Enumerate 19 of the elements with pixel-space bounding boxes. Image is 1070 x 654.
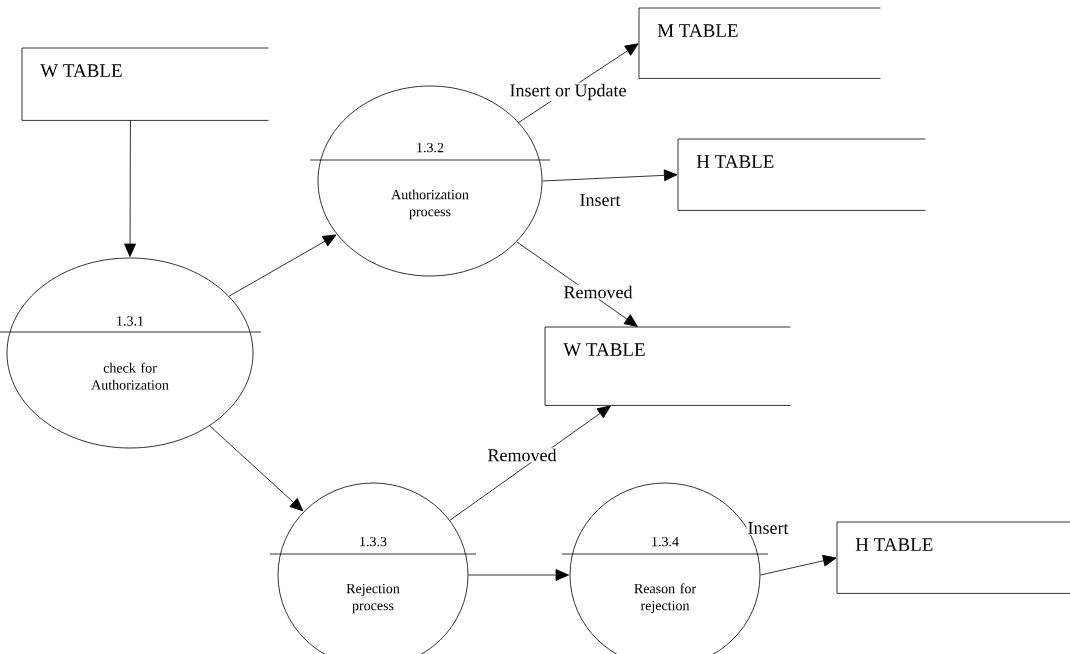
arrow [124, 120, 136, 257]
arrow [468, 569, 569, 581]
edge-label: Insert [746, 521, 790, 535]
arrow [449, 405, 611, 521]
edge-label: Insert [578, 193, 622, 207]
edge-label: Insert or Update [508, 82, 628, 102]
arrow [516, 241, 638, 327]
edge-label: Removed [562, 284, 634, 300]
data-store: H TABLE [836, 521, 1070, 594]
arrow [542, 169, 678, 182]
edge-label: Removed [486, 447, 558, 463]
data-store: W TABLE [544, 326, 791, 406]
arrow [760, 554, 837, 576]
data-store: M TABLE [638, 7, 881, 79]
arrow [209, 425, 304, 512]
arrow [518, 43, 639, 123]
data-store: H TABLE [677, 138, 926, 211]
arrow [228, 234, 337, 297]
data-store: W TABLE [21, 47, 269, 121]
